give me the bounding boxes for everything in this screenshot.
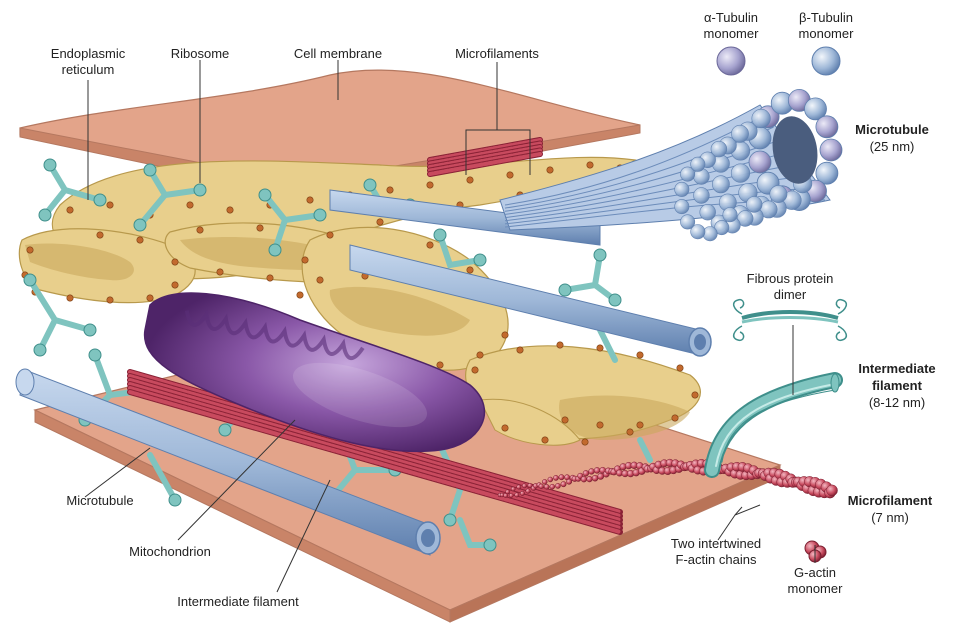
label-ribosome: Ribosome [171,46,230,61]
leader-lines [84,60,816,593]
label-er-line1: Endoplasmic [51,46,126,61]
label-microtubule-right: Microtubule (25 nm) [855,122,929,154]
label-alpha-line1: α-Tubulin [704,10,758,25]
label-gactin-line2: monomer [788,581,844,596]
label-two-line1: Two intertwined [671,536,761,551]
label-cell-membrane: Cell membrane [294,46,382,61]
label-microtubule-left: Microtubule [66,493,133,508]
fibrous-protein-dimer [732,298,848,342]
label-alpha-line2: monomer [704,26,760,41]
label-beta-line2: monomer [799,26,855,41]
label-fibrous-line1: Fibrous protein [747,271,834,286]
g-actin-monomer [804,540,827,563]
label-mitochondrion: Mitochondrion [129,544,211,559]
label-beta-line1: β-Tubulin [799,10,853,25]
label-g-actin: G-actin monomer [788,565,844,596]
label-gactin-line1: G-actin [794,565,836,580]
f-actin-chain [497,458,838,499]
label-mf-size: (7 nm) [871,510,909,525]
label-if-size: (8-12 nm) [869,395,925,410]
label-if-line2: filament [872,378,923,393]
microtubule-large [499,89,843,242]
label-alpha-tubulin: α-Tubulin monomer [704,10,760,41]
label-endoplasmic-reticulum: Endoplasmic reticulum [51,46,126,77]
label-intermediate-filament-right: Intermediate filament (8-12 nm) [858,361,935,410]
beta-tubulin-monomer [811,46,841,76]
label-two-intertwined: Two intertwined F-actin chains [671,536,761,567]
label-fibrous-protein-dimer: Fibrous protein dimer [747,271,834,302]
microtubule-cylinders [15,189,712,556]
label-er-line2: reticulum [62,62,115,77]
label-if-line1: Intermediate [858,361,935,376]
mitochondrion [143,292,486,453]
label-microfilament-right: Microfilament (7 nm) [848,493,933,525]
label-beta-tubulin: β-Tubulin monomer [799,10,855,41]
label-microfilaments: Microfilaments [455,46,539,61]
label-microtubule-title: Microtubule [855,122,929,137]
microfilament-bundles [127,137,623,535]
alpha-tubulin-monomer [716,46,746,76]
label-microtubule-size: (25 nm) [870,139,915,154]
label-two-line2: F-actin chains [676,552,757,567]
label-intermediate-filament-bottom: Intermediate filament [177,594,299,609]
label-fibrous-line2: dimer [774,287,807,302]
intermediate-filament-fiber [704,372,843,478]
label-mf-title: Microfilament [848,493,933,508]
